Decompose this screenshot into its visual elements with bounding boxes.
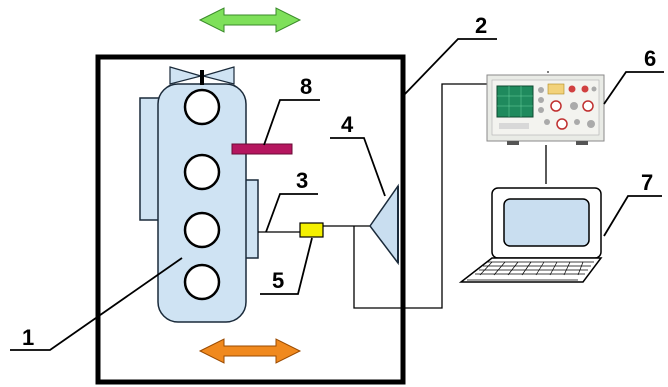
- laptop-icon: [458, 187, 603, 283]
- label-5: 5: [272, 268, 284, 293]
- signal-cable: [353, 83, 487, 309]
- leader-line-2: [402, 38, 497, 97]
- leader-line-8: [263, 99, 320, 146]
- sensor-4: [369, 183, 399, 266]
- leader-line-5: [260, 237, 313, 295]
- leader-line-6: [603, 71, 664, 105]
- engine-cylinder: [183, 153, 221, 191]
- bar-8: [231, 143, 293, 155]
- bottom-arrow-icon: [198, 338, 302, 364]
- label-2: 2: [475, 13, 487, 38]
- engine-cylinder: [183, 88, 221, 126]
- label-7: 7: [641, 170, 653, 195]
- label-3: 3: [296, 168, 308, 193]
- label-4: 4: [341, 112, 354, 137]
- top-arrow-icon: [198, 7, 302, 33]
- engine: [139, 83, 259, 323]
- leader-line-3: [265, 193, 318, 233]
- oscilloscope-icon: [486, 71, 605, 145]
- leader-line-1: [10, 257, 183, 351]
- fan-icon: [169, 66, 235, 85]
- engine-cylinder: [183, 263, 221, 301]
- connector-5: [299, 222, 324, 238]
- engine-cylinder: [183, 211, 221, 249]
- label-1: 1: [22, 325, 34, 350]
- label-6: 6: [644, 46, 656, 71]
- label-8: 8: [300, 74, 312, 99]
- leader-line-7: [603, 195, 662, 237]
- leader-line-4: [330, 137, 386, 197]
- enclosure-box: [95, 54, 406, 385]
